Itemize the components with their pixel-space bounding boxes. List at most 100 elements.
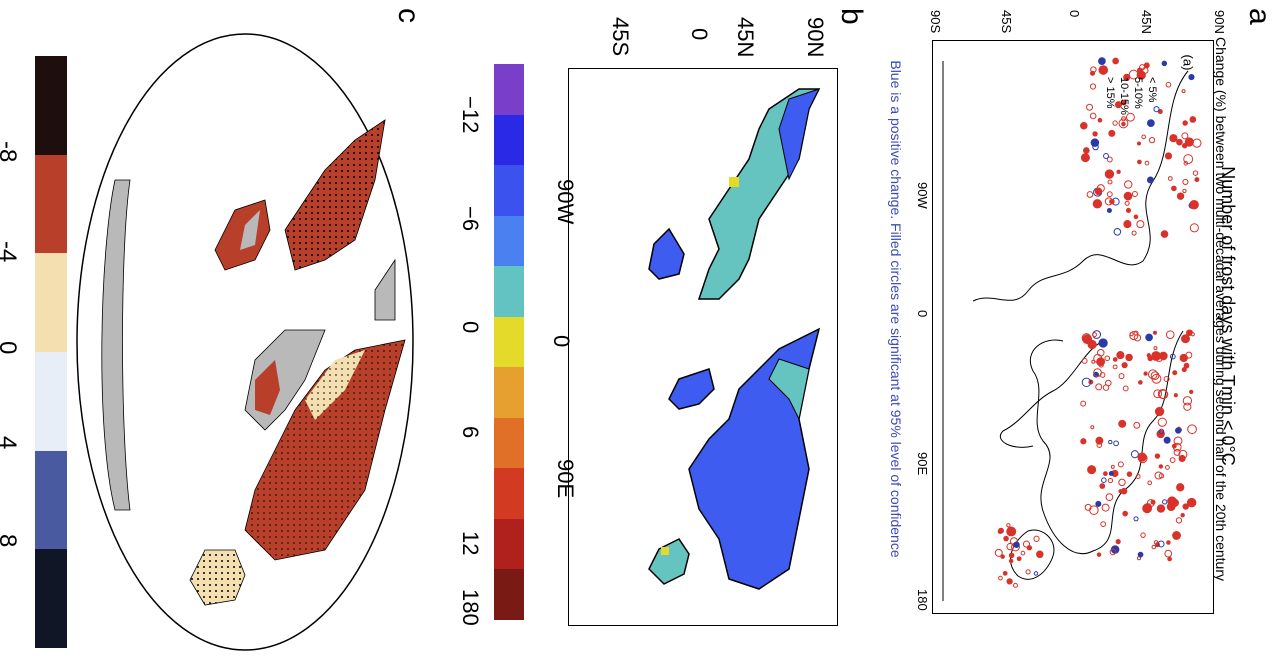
station-marker: [1133, 516, 1139, 522]
station-marker: [1100, 521, 1107, 528]
colorbar-swatch: [494, 64, 524, 115]
station-marker: [1118, 118, 1129, 129]
station-marker: [1189, 389, 1194, 395]
station-marker: [1156, 504, 1166, 513]
station-marker: [1008, 552, 1015, 559]
station-marker: [1090, 138, 1100, 147]
coastline-africa: [1000, 340, 1104, 448]
station-marker: [1133, 330, 1139, 336]
panel-a-lon-tick-0: 0: [915, 310, 930, 318]
station-marker: [1138, 380, 1143, 385]
station-marker: [1106, 207, 1112, 214]
station-marker: [1146, 353, 1151, 358]
station-marker: [1133, 214, 1139, 220]
station-marker: [1172, 531, 1181, 540]
station-marker: [1162, 499, 1168, 505]
station-marker: [1104, 355, 1111, 362]
station-marker: [1089, 83, 1097, 90]
colorbar-swatch: [494, 569, 524, 621]
station-marker: [1145, 333, 1153, 342]
station-marker: [1176, 138, 1183, 146]
panel-c-cbar-label-m4: -4: [0, 241, 21, 263]
station-marker: [1148, 136, 1156, 144]
station-marker: [1182, 188, 1187, 194]
station-marker: [1163, 375, 1170, 383]
station-marker: [1118, 419, 1127, 428]
station-marker: [1013, 582, 1018, 588]
colorbar-swatch: [494, 417, 524, 469]
station-marker: [994, 548, 1003, 557]
coastline-americas: [972, 70, 1189, 302]
station-marker: [1080, 400, 1087, 407]
panel-b-lat-tick-45s: 45S: [608, 17, 633, 57]
station-marker: [1129, 332, 1134, 337]
station-marker: [1089, 70, 1096, 76]
panel-b-lat-tick-0: 0: [687, 28, 712, 41]
station-marker: [1165, 330, 1175, 339]
station-marker: [1113, 228, 1122, 236]
station-marker: [997, 527, 1004, 534]
station-marker: [1150, 371, 1160, 381]
station-marker: [1108, 471, 1114, 476]
station-marker: [1080, 153, 1090, 163]
colorbar-swatch: [494, 114, 524, 166]
station-marker: [1095, 500, 1102, 507]
station-marker: [1003, 535, 1009, 542]
station-marker: [1184, 137, 1194, 147]
station-marker: [1101, 503, 1110, 512]
yellow-cell-aus: [661, 547, 669, 555]
station-marker: [1022, 540, 1031, 548]
station-marker: [1096, 442, 1103, 448]
station-marker: [1006, 523, 1011, 528]
station-marker: [1081, 357, 1088, 364]
station-marker: [1137, 159, 1142, 165]
panel-c-cbar-label-4: 4: [0, 436, 21, 466]
station-marker: [1095, 436, 1104, 445]
station-marker: [1182, 503, 1189, 510]
station-marker: [1175, 427, 1182, 434]
station-marker: [1108, 439, 1113, 445]
station-marker: [1144, 160, 1150, 166]
station-marker: [1146, 499, 1155, 508]
station-marker: [1036, 550, 1044, 559]
station-marker: [1146, 176, 1154, 184]
station-marker: [1152, 330, 1158, 335]
panel-c-map-svg: [76, 33, 414, 651]
station-marker: [1113, 440, 1119, 447]
station-marker: [1180, 512, 1185, 518]
station-marker: [1164, 152, 1173, 160]
station-marker: [1006, 542, 1014, 551]
station-marker: [1129, 330, 1139, 341]
station-marker: [1096, 552, 1102, 557]
station-marker: [1094, 187, 1103, 196]
station-marker: [1110, 464, 1115, 469]
station-marker: [1175, 517, 1183, 524]
station-marker: [1186, 497, 1197, 508]
station-marker: [1097, 117, 1103, 123]
panel-a-map-svg: [942, 57, 1202, 601]
station-marker: [1013, 541, 1020, 549]
station-marker: [1026, 545, 1033, 551]
station-marker: [1168, 498, 1173, 503]
station-marker: [1124, 180, 1133, 189]
station-marker: [1183, 362, 1190, 369]
panel-b-lat-tick-45n: 45N: [733, 17, 758, 58]
station-marker: [1109, 548, 1117, 556]
station-marker: [1157, 417, 1167, 427]
region-south-america: [648, 227, 685, 280]
panel-b-colorbar: [494, 64, 524, 621]
station-marker: [1146, 119, 1155, 128]
station-marker: [1101, 477, 1107, 483]
coastline-eurasia: [1029, 330, 1184, 555]
station-marker: [1173, 448, 1181, 456]
station-marker: [1006, 526, 1017, 537]
panel-c-cbar-label-m8: -8: [0, 141, 21, 163]
panel-a-lon-tick-180: 180: [915, 589, 930, 611]
station-marker: [1169, 353, 1176, 360]
station-marker: [1194, 177, 1200, 183]
station-marker: [1137, 453, 1148, 464]
station-marker: [1172, 370, 1178, 376]
region-south-america-gray: [240, 210, 260, 250]
station-marker: [1151, 544, 1157, 550]
station-marker: [1171, 443, 1177, 449]
